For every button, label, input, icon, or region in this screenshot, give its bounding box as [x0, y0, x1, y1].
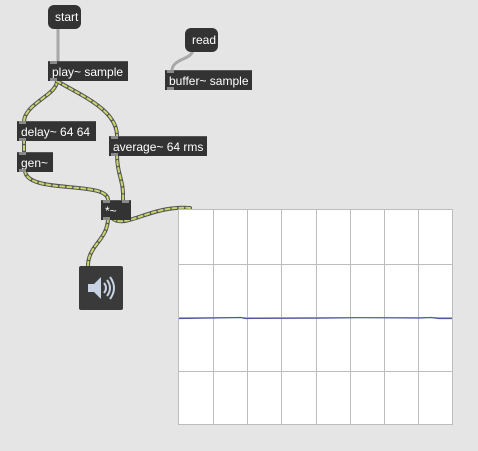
start-message-label: start: [55, 10, 79, 24]
average-outlet[interactable]: [111, 153, 118, 156]
buffer-object-label: buffer~ sample: [169, 74, 249, 88]
buffer-outlet[interactable]: [167, 87, 174, 90]
play-object[interactable]: play~ sample: [48, 61, 128, 81]
multiply-object[interactable]: *~: [101, 200, 131, 220]
average-object[interactable]: average~ 64 rms: [109, 136, 207, 156]
average-inlet[interactable]: [111, 136, 118, 139]
delay-outlet[interactable]: [19, 138, 26, 141]
average-object-label: average~ 64 rms: [113, 140, 204, 154]
buffer-object[interactable]: buffer~ sample: [165, 70, 252, 90]
ezdac-button[interactable]: [79, 266, 123, 310]
play-object-label: play~ sample: [52, 65, 124, 79]
cord-read-buffer: [170, 48, 195, 71]
delay-inlet[interactable]: [19, 121, 26, 124]
multiply-outlet[interactable]: [103, 217, 110, 220]
read-message[interactable]: read: [185, 28, 218, 52]
read-message-label: read: [192, 33, 217, 47]
play-outlet[interactable]: [50, 78, 57, 81]
multiply-right-inlet[interactable]: [122, 200, 129, 203]
gen-object[interactable]: gen~: [17, 152, 53, 172]
scope-grid: [179, 210, 452, 424]
multiply-left-inlet[interactable]: [103, 200, 110, 203]
play-inlet[interactable]: [50, 61, 57, 64]
gen-object-label: gen~: [21, 156, 49, 170]
cord-mult-dac: [86, 216, 110, 268]
gen-outlet[interactable]: [19, 169, 26, 172]
start-message[interactable]: start: [48, 5, 81, 29]
gen-inlet[interactable]: [19, 152, 26, 155]
cord-gen-mult: [23, 168, 110, 202]
delay-object[interactable]: delay~ 64 64: [17, 121, 96, 141]
speaker-icon: [88, 276, 115, 300]
buffer-inlet[interactable]: [167, 70, 174, 73]
cord-average-mult: [115, 152, 126, 202]
cord-play-delay: [22, 79, 59, 124]
delay-object-label: delay~ 64 64: [21, 125, 91, 139]
scope-trace: [179, 316, 452, 320]
scope-display[interactable]: [178, 209, 453, 425]
multiply-object-label: *~: [105, 204, 117, 218]
